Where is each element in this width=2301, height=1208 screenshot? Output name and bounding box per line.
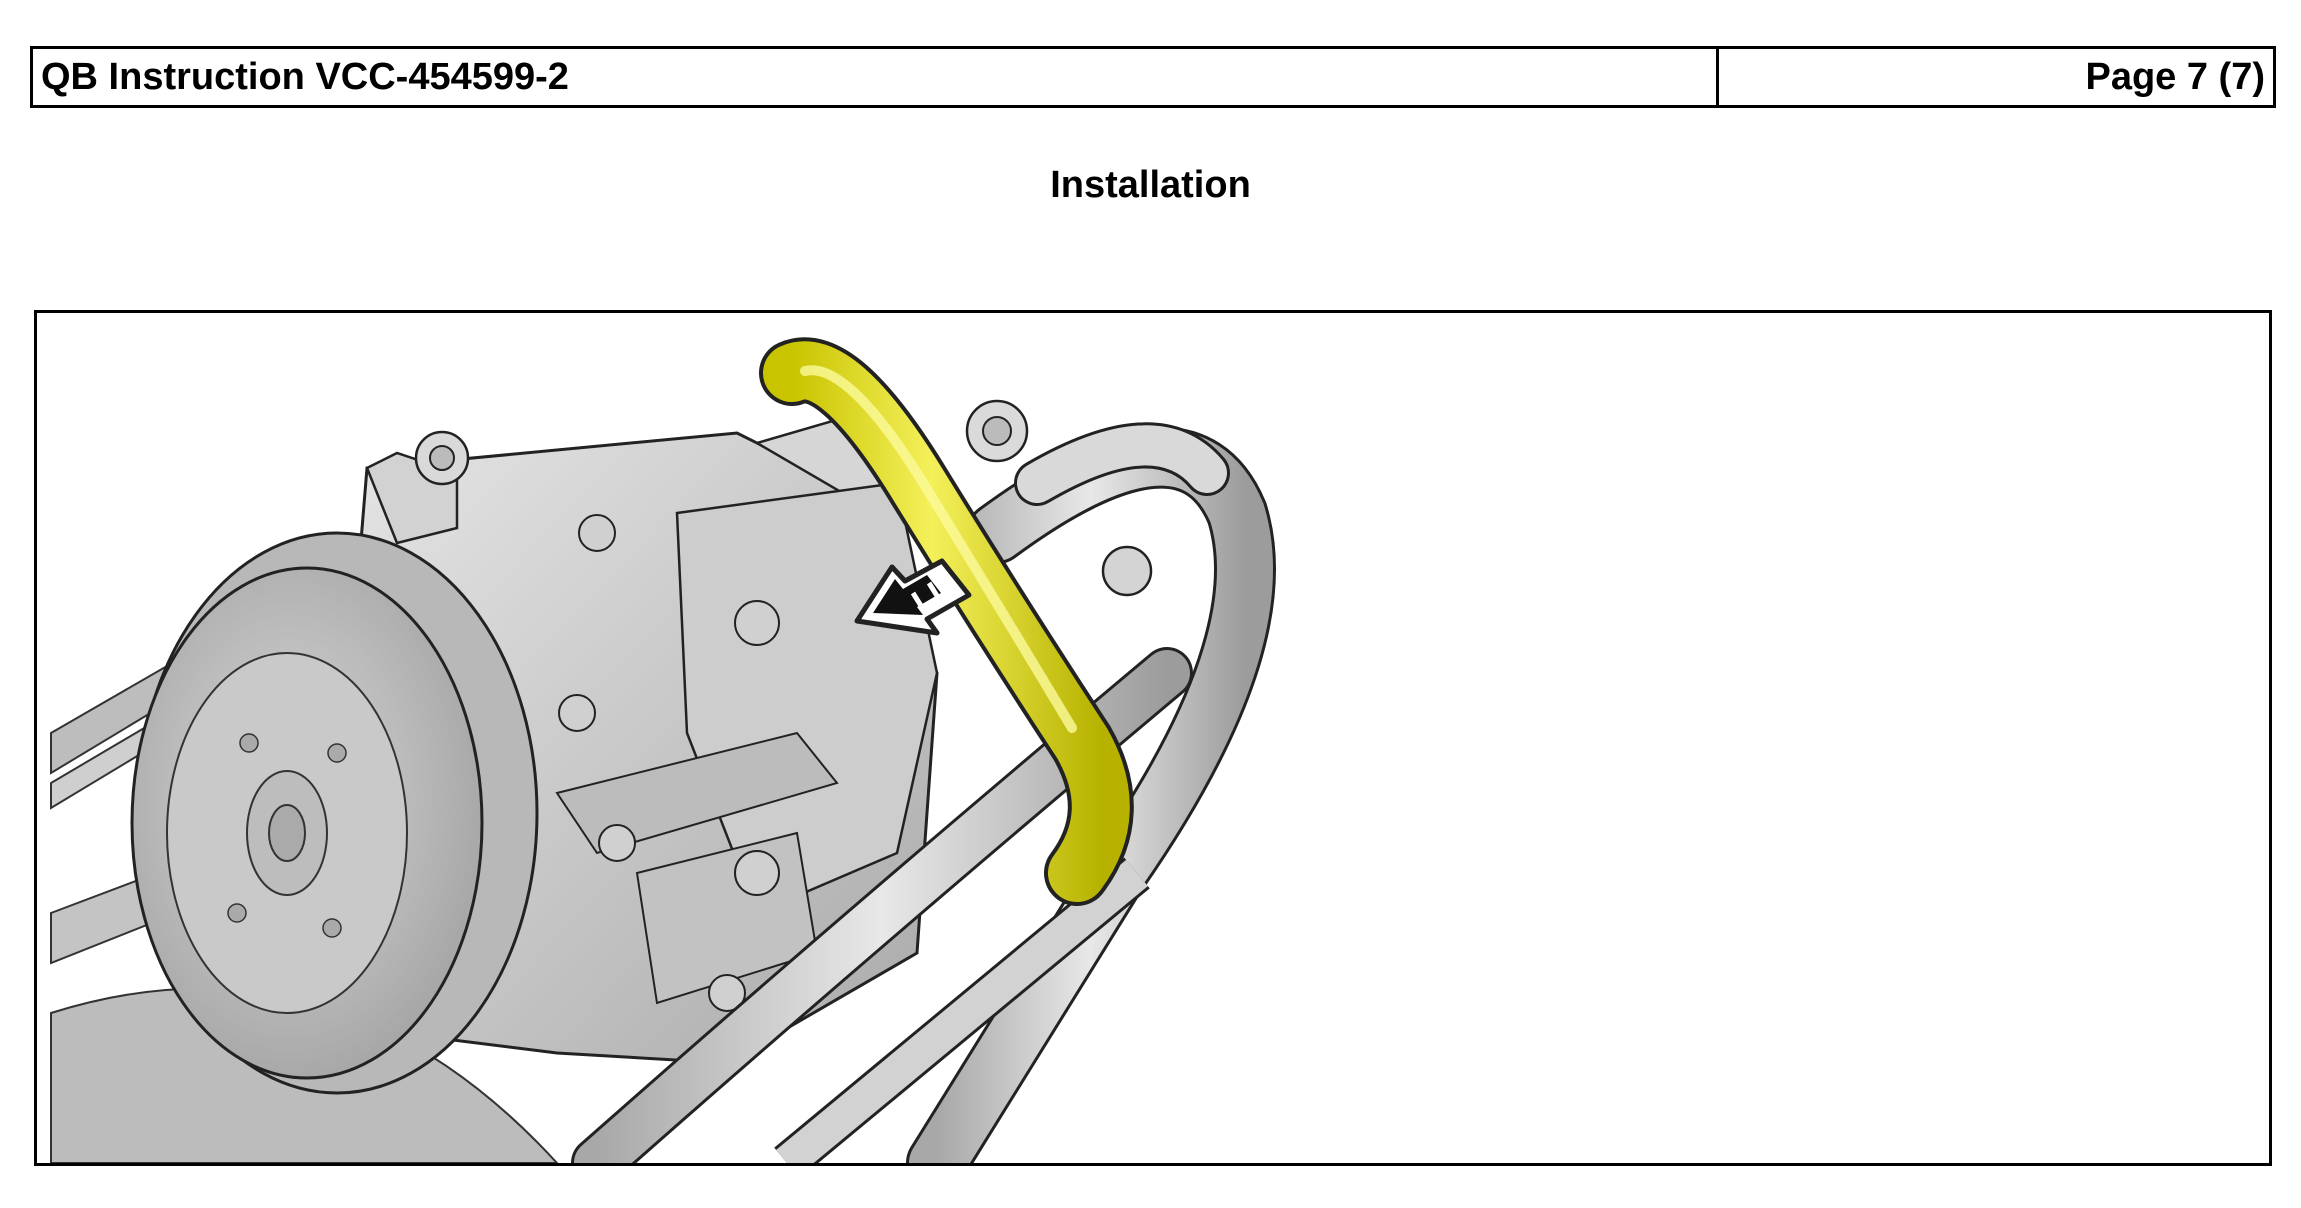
- page-number: Page 7 (7): [2085, 55, 2265, 98]
- installation-direction-arrow-icon: [854, 558, 972, 636]
- document-title: QB Instruction VCC-454599-2: [33, 49, 1719, 105]
- document-header: QB Instruction VCC-454599-2 Page 7 (7): [30, 46, 2276, 108]
- blank-area: [1297, 323, 2257, 1153]
- mounting-bolts: [414, 399, 1153, 1012]
- ac-compressor-illustration: [50, 323, 2257, 1163]
- illustration-frame: [34, 310, 2272, 1166]
- highlighted-hose: [759, 337, 1134, 906]
- section-title: Installation: [1050, 164, 1251, 206]
- compressor-pulley: [130, 531, 539, 1095]
